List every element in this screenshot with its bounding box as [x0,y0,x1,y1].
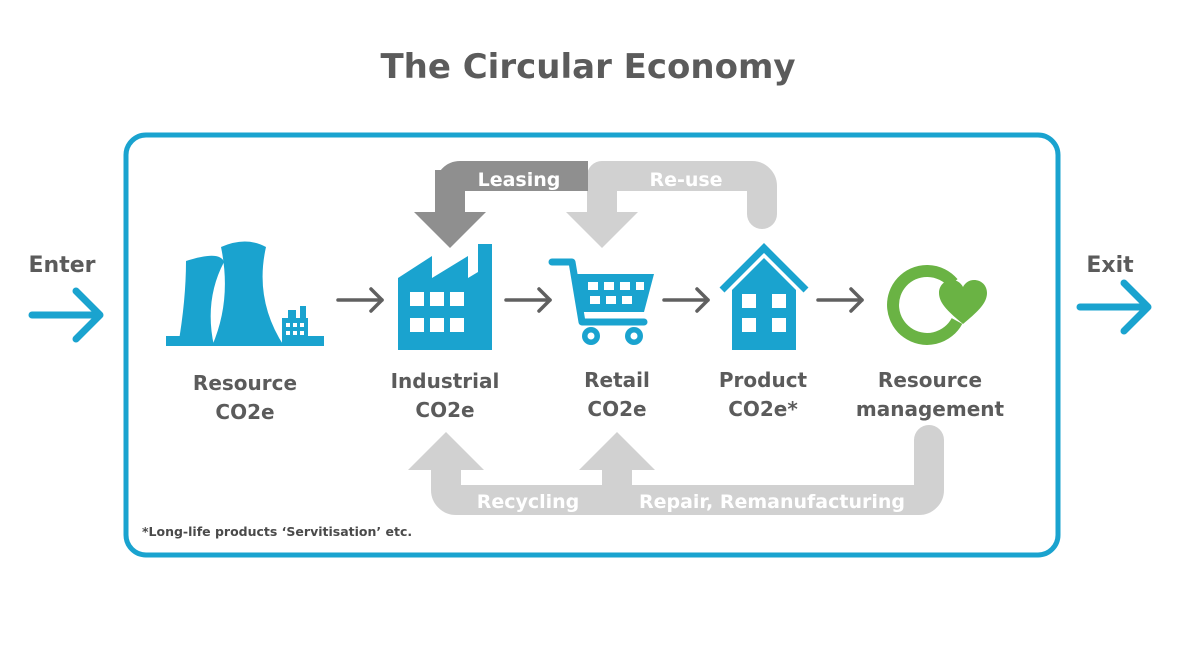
flow-arrow-icon [336,287,384,313]
stage-label-line2: CO2e [587,397,646,421]
recycling-label: Recycling [477,491,580,513]
stage-resource-management: Resource management [856,368,1005,421]
stage-industrial: Industrial CO2e [391,369,500,422]
economy-frame [123,132,1061,558]
stage-label-line1: Resource [878,368,982,392]
leasing-label: Leasing [478,169,561,191]
flow-arrow-icon [816,287,864,313]
enter-arrow-icon [28,287,104,343]
exit-label: Exit [1086,253,1134,278]
shopping-cart-icon [548,258,654,345]
stage-retail: Retail CO2e [584,368,650,421]
enter-label: Enter [29,253,96,278]
stage-label-line2: CO2e [415,398,474,422]
stage-label-line1: Resource [193,371,297,395]
leasing-loop-arrow [414,161,588,248]
stage-label-line1: Retail [584,368,650,392]
recycling-loop-arrow [408,425,944,515]
stage-label-line2: management [856,397,1005,421]
flow-arrow-icon [662,287,710,313]
stage-resource: Resource CO2e [193,371,297,424]
factory-icon [398,244,492,350]
stage-label-line2: CO2e* [728,397,798,421]
repair-label: Repair, Remanufacturing [639,491,905,513]
stage-label-line1: Industrial [391,369,500,393]
recycle-heart-icon [887,264,987,345]
reuse-loop-arrow [566,161,777,248]
footnote: *Long-life products ‘Servitisation’ etc. [142,524,412,539]
exit-arrow-icon [1076,279,1152,335]
repair-loop-arrow [579,432,655,500]
page-title: The Circular Economy [380,47,795,87]
house-icon [719,243,809,350]
stage-label-line1: Product [719,368,808,392]
reuse-label: Re-use [649,169,722,191]
power-plant-icon [166,241,324,346]
stage-product: Product CO2e* [719,368,808,421]
stage-label-line2: CO2e [215,400,274,424]
flow-arrow-icon [504,287,552,313]
